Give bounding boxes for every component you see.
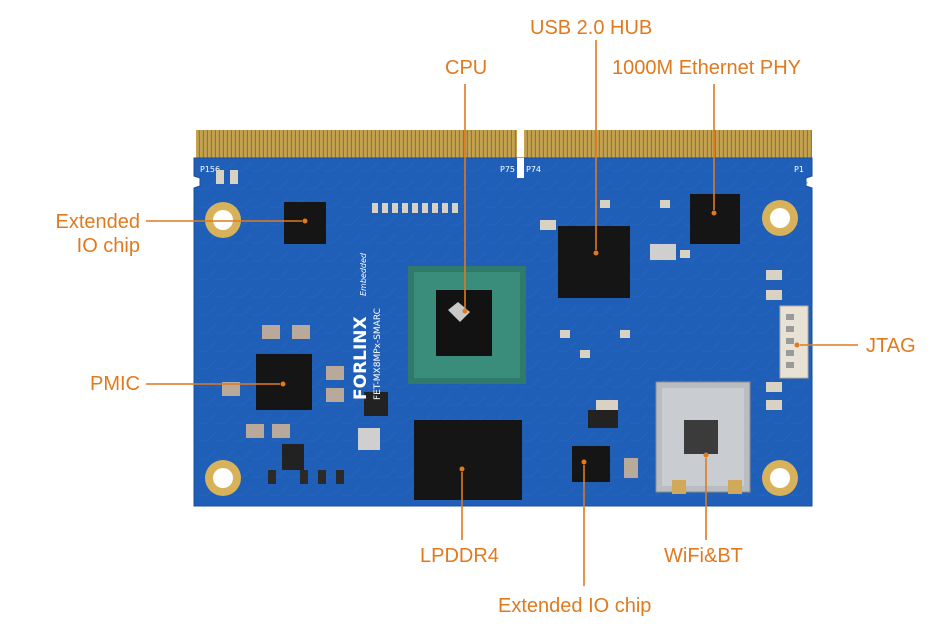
small-chip-3 <box>588 410 618 428</box>
callout-wifi-bt: WiFi&BT <box>664 545 743 567</box>
crystal-oscillator <box>358 428 380 450</box>
callout-extended-io-left-line1: Extended <box>55 211 140 233</box>
callout-cpu: CPU <box>445 57 488 79</box>
callout-lpddr4: LPDDR4 <box>420 545 499 567</box>
pin-label-p156: P156 <box>200 165 220 174</box>
nxp-logo-icon <box>448 302 470 322</box>
mounting-hole-top-right <box>762 200 798 236</box>
cpu-die <box>436 290 492 356</box>
small-chip <box>364 392 388 416</box>
extended-io-chip-bottom <box>572 446 610 482</box>
callout-extended-io-bottom: Extended IO chip <box>498 595 652 617</box>
callout-ethernet-phy: 1000M Ethernet PHY <box>612 57 801 79</box>
brand-silkscreen: FORLINX Embedded FET-MX8MPx-SMARC <box>351 252 383 400</box>
crystal-oscillator-2 <box>650 244 676 260</box>
mounting-hole-bottom-right <box>762 460 798 496</box>
board-notch <box>517 158 524 178</box>
callout-jtag: JTAG <box>866 335 916 357</box>
callout-extended-io-left-line2: IO chip <box>76 235 140 257</box>
antenna-connector-aux <box>728 480 742 494</box>
brand-subtitle: Embedded <box>359 252 368 296</box>
cpu-package <box>408 266 526 384</box>
qr-code-icon <box>684 420 718 454</box>
pin-label-p75: P75 <box>500 165 515 174</box>
callout-lines <box>146 40 858 586</box>
lpddr4-chip <box>414 420 522 500</box>
callout-pmic: PMIC <box>90 373 140 395</box>
mounting-hole-bottom-left <box>205 460 241 496</box>
antenna-connector-main <box>672 480 686 494</box>
callout-usb-hub: USB 2.0 HUB <box>530 17 653 39</box>
wifi-bt-module <box>655 381 751 494</box>
mounting-hole-top-left <box>205 202 241 238</box>
brand-name: FORLINX <box>351 316 371 400</box>
pin-label-p74: P74 <box>526 165 541 174</box>
jtag-connector <box>779 305 809 379</box>
pin-label-p1: P1 <box>794 165 804 174</box>
usb-hub-chip <box>558 226 630 298</box>
small-chip-2 <box>282 444 304 470</box>
callout-extended-io-left: Extended IO chip <box>30 210 140 258</box>
ethernet-phy-chip <box>690 194 740 244</box>
board-model: FET-MX8MPx-SMARC <box>373 308 383 400</box>
passive-components <box>216 170 782 484</box>
